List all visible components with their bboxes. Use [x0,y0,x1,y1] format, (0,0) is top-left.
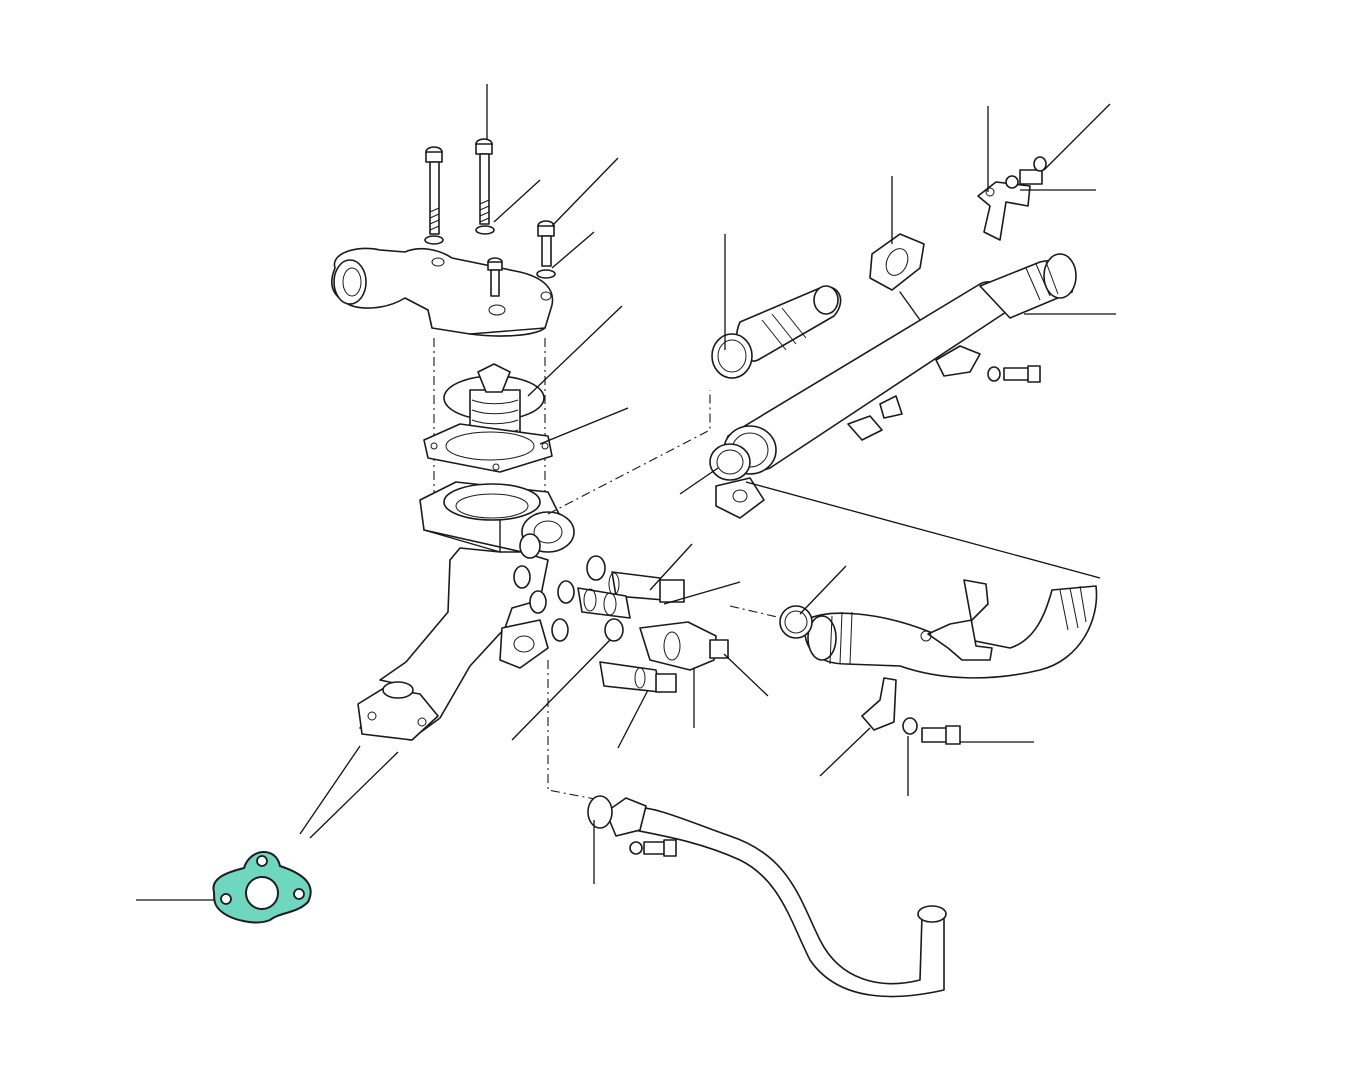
temperature-sender-2[interactable] [577,587,631,619]
coolant-sensor-small[interactable] [599,661,677,693]
thermostat-gasket[interactable] [423,423,553,473]
leader-lines [136,84,1116,901]
bracket-bottom[interactable] [861,677,897,731]
coolant-rail-pipe[interactable] [715,253,1077,519]
gasket-icon[interactable] [212,851,312,924]
coolant-hose-pipe[interactable] [804,579,1098,679]
coolant-pipe-short[interactable] [735,285,842,362]
bolt-long-center[interactable] [475,138,495,235]
o-ring-short-pipe[interactable] [711,333,753,379]
temperature-sender-1[interactable] [608,571,685,603]
bypass-bolt[interactable] [629,839,677,857]
o-ring-hose[interactable] [779,605,813,639]
rail-bolt[interactable] [987,365,1041,383]
bracket-bolt[interactable] [902,717,961,745]
thermostat-housing-cover[interactable] [331,247,554,337]
bracket-screw[interactable] [1005,156,1047,189]
bolt-short-right[interactable] [536,220,556,279]
o-ring-bypass[interactable] [587,795,613,829]
bolt-long-left[interactable] [424,146,444,245]
o-ring-set[interactable] [513,533,624,642]
temperature-switch[interactable] [639,621,729,671]
flange-gasket[interactable] [869,233,925,321]
o-ring-rail[interactable] [709,443,751,481]
bracket-top[interactable] [977,181,1031,241]
bypass-pipe[interactable] [605,797,947,998]
bolt-short-center[interactable] [487,257,503,297]
